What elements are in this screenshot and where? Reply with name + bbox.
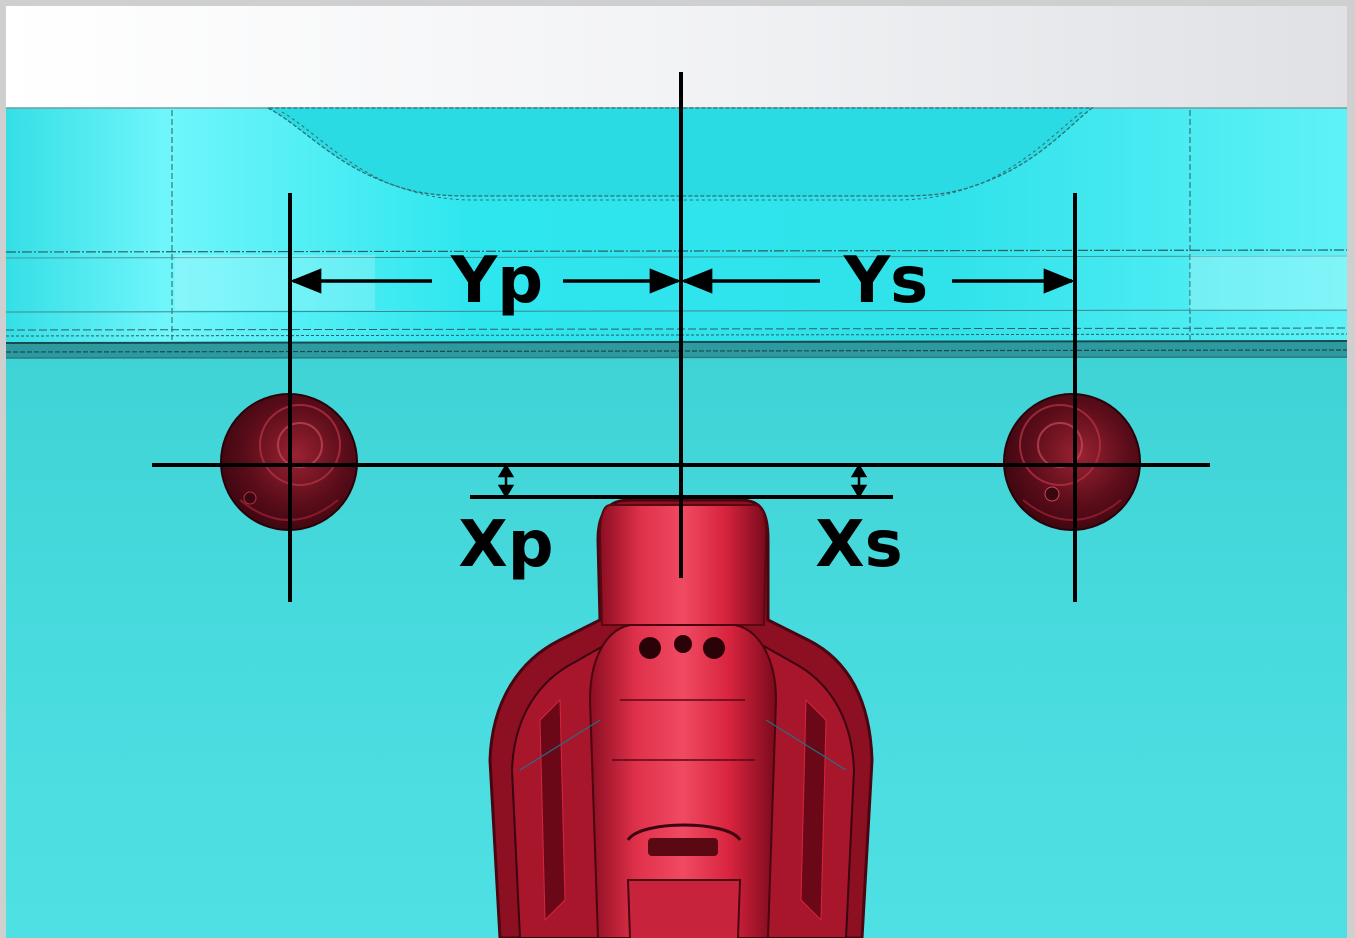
label-ys: Ys [843, 244, 928, 318]
xs-dimension [850, 463, 868, 499]
center-jet-unit [488, 498, 874, 938]
xp-dimension [497, 463, 515, 499]
chine-seam [6, 342, 1347, 358]
label-xs: Xs [815, 508, 902, 582]
dimension-annotations [152, 72, 1210, 602]
starboard-thruster [1003, 393, 1141, 531]
label-yp: Yp [450, 244, 543, 318]
label-xp: Xp [458, 508, 553, 582]
